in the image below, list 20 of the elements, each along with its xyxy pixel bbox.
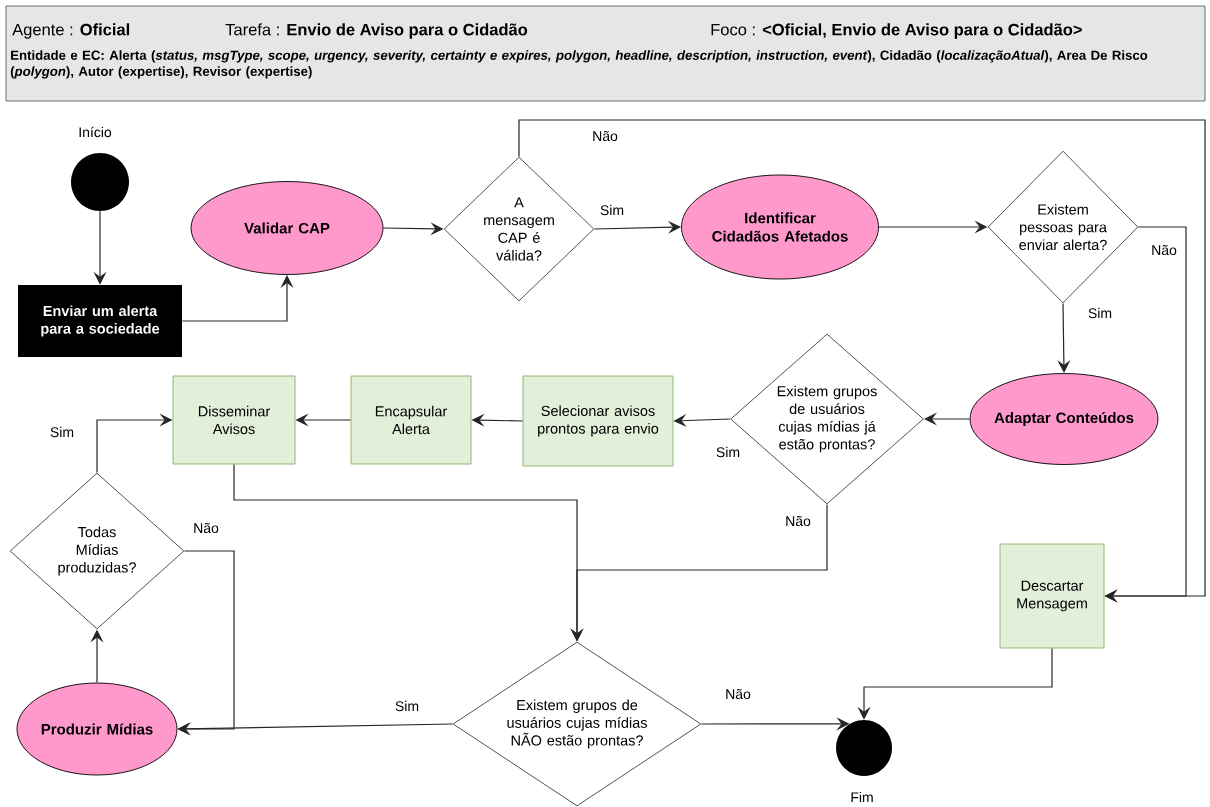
- node-caption: Início: [79, 126, 112, 138]
- process-box: Encapsular Alerta: [350, 375, 472, 465]
- edge-label: Sim: [48, 425, 76, 439]
- edge-label: Não: [192, 521, 220, 535]
- focus-field: Foco : <Oficial, Envio de Aviso para o Cidadão>: [711, 23, 1082, 39]
- edge-label: Sim: [1086, 306, 1114, 320]
- agent-field: Agente : Oficial: [12, 23, 130, 39]
- entity-list: Entidade e EC: Alerta (status, msgType, scope, urgency, severity, certainty e expires, polygon, headline, description, instruction, event), Cidadão (localizaçãoAtual), Area De Risco (polygon), Autor (expertise), Revisor (expertise): [10, 50, 1148, 79]
- process-box: Selecionar avisos prontos para envio: [522, 375, 674, 467]
- edge-label: Não: [724, 687, 752, 701]
- process-box: Descartar Mensagem: [999, 543, 1105, 649]
- task-field: Tarefa : Envio de Aviso para o Cidadão: [225, 23, 528, 39]
- edge-label: Sim: [393, 699, 421, 713]
- node-caption: Fim: [851, 791, 873, 803]
- edge-label: Não: [591, 129, 619, 143]
- edge-label: Não: [784, 514, 812, 528]
- edge-label: Não: [1150, 243, 1178, 257]
- process-box: Disseminar Avisos: [172, 375, 296, 465]
- start-box: Enviar um alerta para a sociedade: [18, 285, 182, 357]
- edge-label: Sim: [598, 203, 626, 217]
